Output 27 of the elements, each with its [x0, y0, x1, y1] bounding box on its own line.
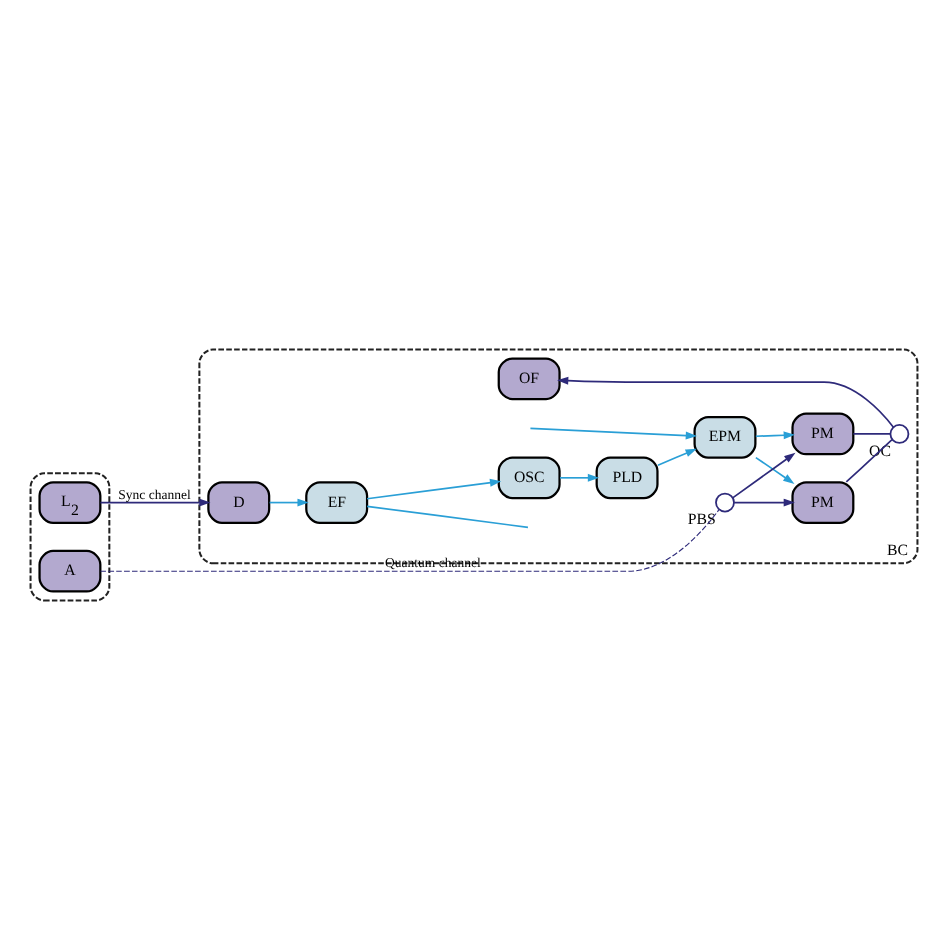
arrow — [268, 497, 309, 506]
arrow — [755, 430, 795, 439]
node-label: PBS — [687, 509, 716, 528]
node-box: A — [38, 548, 102, 592]
node-box: EPM — [693, 414, 757, 458]
connector — [366, 504, 529, 528]
node-box: PM — [791, 480, 855, 523]
arrow — [731, 451, 796, 498]
arrow — [529, 426, 697, 439]
connector — [100, 508, 720, 571]
node-box: PLD — [595, 455, 659, 499]
node-circle — [889, 423, 910, 443]
arrow — [559, 472, 600, 481]
node-box: PM — [791, 411, 855, 455]
arrow — [99, 497, 211, 506]
node-box: D — [207, 480, 271, 523]
arrow — [657, 447, 697, 466]
cluster — [29, 471, 111, 601]
node-circle — [715, 491, 735, 512]
node-box: OSC — [497, 455, 561, 499]
arrow — [557, 375, 895, 427]
connector — [852, 432, 892, 434]
node-box: EF — [305, 480, 369, 523]
node-box: OF — [497, 356, 561, 400]
arrow — [733, 497, 795, 506]
arrow — [755, 455, 795, 483]
arrow — [366, 477, 502, 499]
